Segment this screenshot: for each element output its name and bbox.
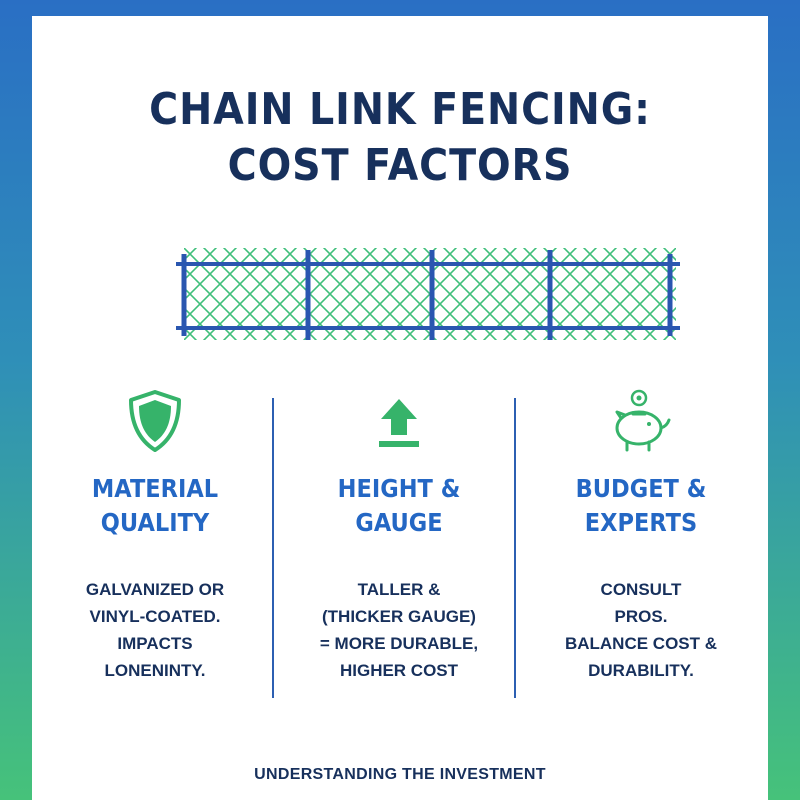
page-title: CHAIN LINK FENCING: COST FACTORS xyxy=(69,82,731,194)
footer-caption: UNDERSTANDING THE INVESTMENT xyxy=(254,766,546,783)
column-heading: BUDGET & EXPERTS xyxy=(575,474,707,537)
shield-icon xyxy=(40,386,270,456)
title-line-1: CHAIN LINK FENCING: xyxy=(149,84,651,135)
title-line-2: COST FACTORS xyxy=(227,140,573,191)
column-divider xyxy=(514,398,516,698)
chain-link-fence-illustration xyxy=(176,248,680,340)
column-body: TALLER & (THICKER GAUGE) = MORE DURABLE,… xyxy=(319,580,479,680)
column-height-gauge: HEIGHT & GAUGE TALLER & (THICKER GAUGE) … xyxy=(284,386,514,684)
piggy-bank-icon xyxy=(526,386,756,456)
column-heading: HEIGHT & GAUGE xyxy=(337,474,461,537)
column-material-quality: MATERIAL QUALITY GALVANIZED OR VINYL-COA… xyxy=(40,386,270,684)
column-budget-experts: BUDGET & EXPERTS CONSULT PROS. BALANCE C… xyxy=(526,386,756,684)
column-heading: MATERIAL QUALITY xyxy=(91,474,219,537)
arrow-up-icon xyxy=(284,386,514,456)
column-divider xyxy=(272,398,274,698)
column-body: GALVANIZED OR VINYL-COATED. IMPACTS LONE… xyxy=(85,580,225,680)
infographic-card: CHAIN LINK FENCING: COST FACTORS MATERIA… xyxy=(32,16,768,800)
column-body: CONSULT PROS. BALANCE COST & DURABILITY. xyxy=(564,580,718,680)
